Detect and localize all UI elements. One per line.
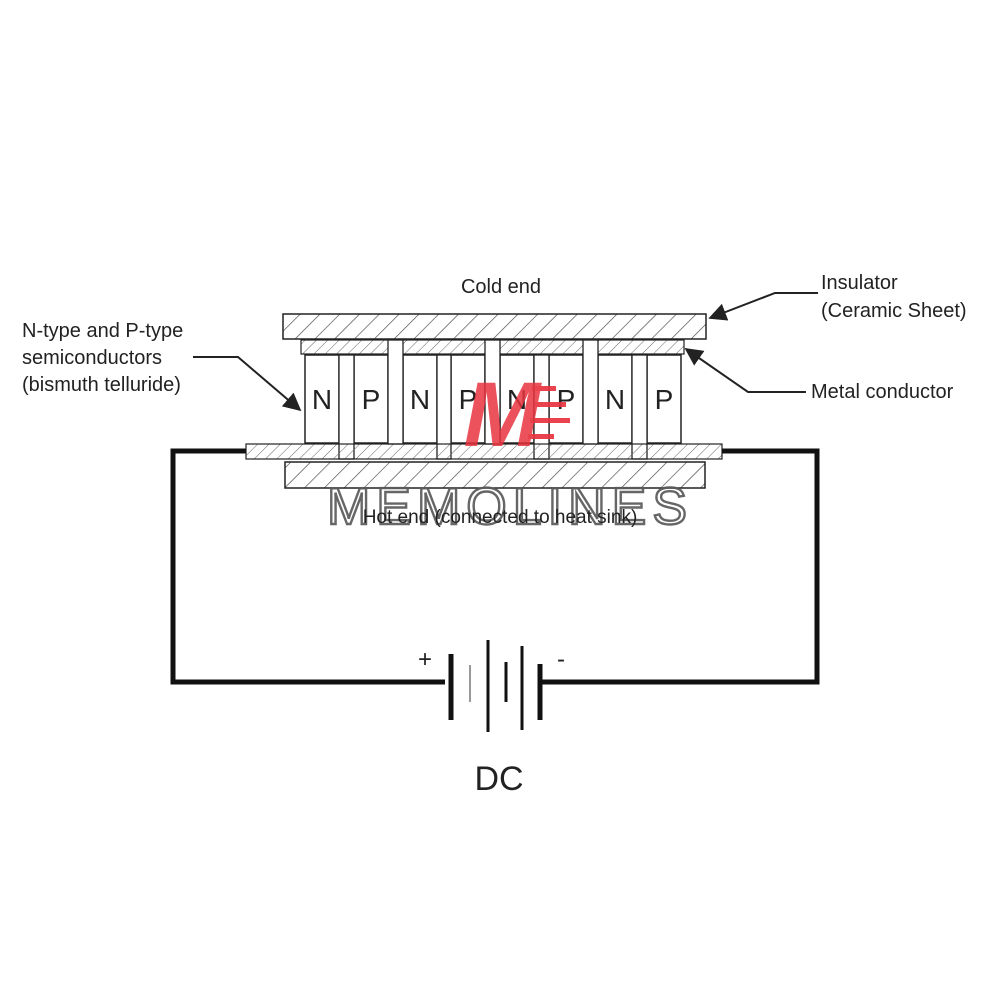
leg-label: N: [507, 384, 527, 415]
circuit-wire-right: [541, 448, 820, 685]
bottom-ceramic-sheet: [284, 461, 706, 489]
leg-block: [499, 354, 535, 444]
leg-block: [548, 354, 584, 444]
insulator-sublabel: (Ceramic Sheet): [821, 300, 967, 322]
battery-symbol: [448, 640, 543, 732]
semiconductor-legs: N P N P N P N P: [304, 354, 682, 444]
cold-end-label: Cold end: [461, 276, 541, 298]
leg-label: N: [312, 384, 332, 415]
leg-block: [353, 354, 389, 444]
top-ceramic-sheet: [282, 313, 707, 340]
watermark-logo-icon: M: [464, 364, 543, 466]
connector-post: [387, 339, 404, 445]
semiconductors-label-line3: (bismuth telluride): [22, 374, 181, 396]
leg-block: [450, 354, 486, 444]
connector-post: [631, 354, 648, 460]
leg-label: P: [362, 384, 381, 415]
semiconductors-arrow: [193, 356, 302, 412]
logo-stripe: [534, 402, 566, 407]
connector-post: [582, 339, 599, 445]
insulator-label: Insulator: [821, 272, 898, 294]
watermark-text: MEMOLINES: [327, 478, 693, 536]
hot-end-label: Hot end (connected to heat sink): [363, 507, 638, 528]
semiconductors-label-line1: N-type and P-type: [22, 320, 183, 342]
semiconductors-label-line2: semiconductors: [22, 347, 162, 369]
connector-post: [436, 354, 452, 460]
leg-label: P: [557, 384, 576, 415]
circuit-wire-left: [170, 448, 445, 685]
metal-conductor-arrow: [684, 347, 806, 393]
minus-terminal-label: -: [557, 646, 565, 673]
leg-label: P: [655, 384, 674, 415]
leg-block: [304, 354, 340, 444]
logo-stripe: [530, 418, 570, 423]
leg-block: [402, 354, 438, 444]
watermark: MEMOLINES M: [326, 364, 693, 537]
insulator-arrow: [708, 292, 818, 321]
plus-terminal-label: +: [418, 646, 432, 673]
leg-label: N: [605, 384, 625, 415]
logo-stripe: [528, 434, 554, 439]
leg-label: P: [459, 384, 478, 415]
connector-post: [338, 354, 355, 460]
logo-stripe: [532, 386, 556, 391]
metal-conductor-label: Metal conductor: [811, 381, 954, 403]
leg-label: N: [410, 384, 430, 415]
dc-label: DC: [474, 760, 523, 798]
